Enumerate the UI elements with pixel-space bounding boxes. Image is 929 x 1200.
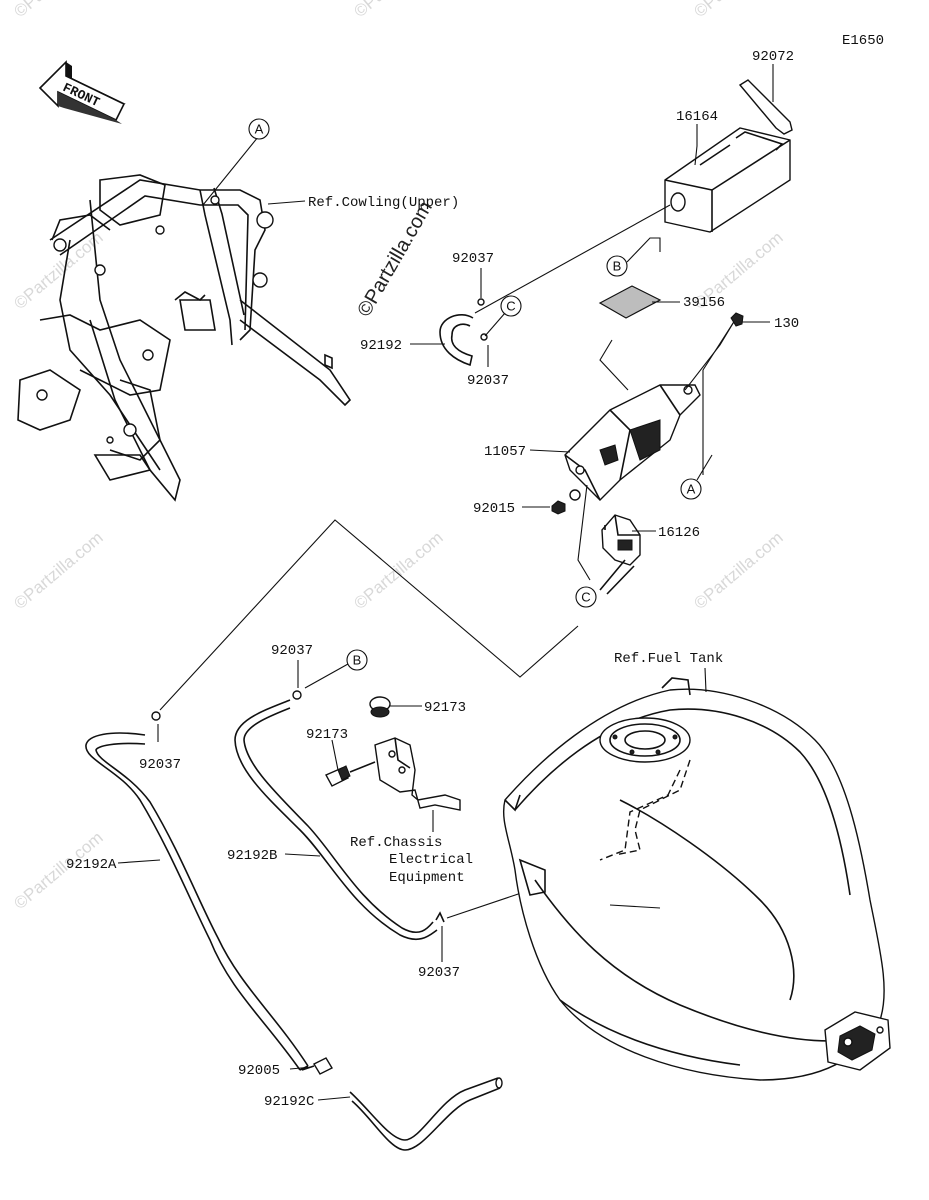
nut-92015-icon	[551, 500, 566, 515]
part-11057: 11057	[484, 444, 526, 460]
hose-92192B	[234, 699, 438, 940]
part-92037-mid: 92037	[467, 373, 509, 389]
callout-b-upper	[606, 255, 628, 277]
partzilla-logo-text: ©Partzilla.com	[353, 198, 437, 321]
watermark-text: ©Partzilla.com	[350, 528, 446, 613]
fuel-tank	[502, 677, 891, 1081]
clip-92173	[325, 765, 351, 787]
clamp-icon	[477, 298, 485, 306]
callout-a-label: A	[255, 122, 264, 137]
callout-b-lower	[346, 649, 368, 671]
part-92192B: 92192B	[227, 848, 277, 864]
callout-b-label: B	[613, 259, 622, 274]
callout-c-label: C	[506, 299, 515, 314]
part-92037-top: 92037	[452, 251, 494, 267]
part-39156: 39156	[683, 295, 725, 311]
callout-c-label: C	[581, 590, 590, 605]
ref-chassis-label-1: Ref.Chassis	[350, 835, 442, 851]
callout-b-label: B	[353, 653, 362, 668]
front-arrow-icon: FRONT	[38, 60, 126, 124]
part-130: 130	[774, 316, 799, 332]
part-92192C: 92192C	[264, 1094, 314, 1110]
watermark-text: ©Partzilla.com	[690, 528, 786, 613]
part-16126: 16126	[658, 525, 700, 541]
ref-cowling-label: Ref.Cowling(Upper)	[308, 195, 459, 211]
watermark-text: ©Partzilla.com	[690, 0, 786, 21]
part-92192A: 92192A	[66, 857, 117, 873]
part-92192: 92192	[360, 338, 402, 354]
part-16164: 16164	[676, 109, 718, 125]
hose-92192	[439, 314, 474, 367]
callout-c-lower	[575, 586, 597, 608]
ref-fuel-tank-label: Ref.Fuel Tank	[614, 651, 723, 667]
clamp-icon	[435, 911, 445, 923]
frame-assembly	[17, 174, 352, 502]
chassis-bracket	[349, 737, 461, 811]
fitting-92005	[301, 1057, 333, 1075]
watermark-text: ©Partzilla.com	[10, 528, 106, 613]
callout-a-right	[680, 478, 702, 500]
label-sticker-39156	[598, 285, 662, 319]
part-92173-b: 92173	[306, 727, 348, 743]
band-92072	[738, 79, 793, 135]
canister-16164	[664, 127, 791, 233]
part-92037-left: 92037	[139, 757, 181, 773]
part-92072: 92072	[752, 49, 794, 65]
watermark-text: ©Partzilla.com	[350, 0, 446, 21]
part-92015: 92015	[473, 501, 515, 517]
ref-chassis-label-3: Equipment	[389, 870, 465, 886]
callout-c-upper	[500, 295, 522, 317]
ref-chassis-label-2: Electrical	[389, 852, 473, 868]
part-92005: 92005	[238, 1063, 280, 1079]
bracket-11057	[564, 384, 701, 501]
part-92173-a: 92173	[424, 700, 466, 716]
diagram-code: E1650	[842, 33, 884, 49]
callout-a-top	[248, 118, 270, 140]
callout-a-label: A	[687, 482, 696, 497]
nut-130-icon	[730, 312, 744, 327]
clamp-icon	[151, 711, 161, 721]
hose-92192C	[349, 1077, 503, 1151]
clamp-icon	[292, 690, 302, 700]
hose-92192A	[85, 732, 309, 1071]
part-92037-lower: 92037	[271, 643, 313, 659]
valve-16126	[599, 514, 641, 595]
grommet-92173	[369, 696, 391, 718]
part-92037-bottom: 92037	[418, 965, 460, 981]
watermark-text: ©Partzilla.com	[10, 0, 106, 21]
